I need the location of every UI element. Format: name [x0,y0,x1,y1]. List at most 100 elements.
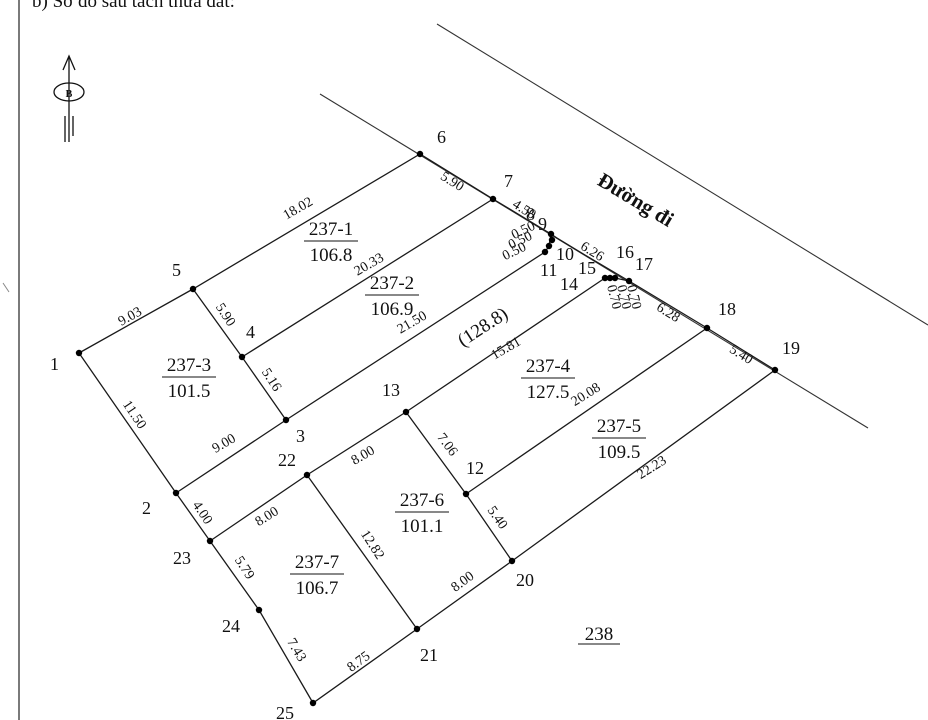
diagram-header: b) Sơ đồ sau tách thửa đất: [32,0,235,12]
point-label-10: 10 [556,244,574,264]
parcel-area: 101.1 [401,516,444,537]
point-label-24: 24 [222,616,240,636]
point-label-1: 1 [50,354,59,374]
boundary-point-18 [703,324,711,332]
parcel-area: 101.5 [168,381,211,402]
parcel-area: 127.5 [527,382,570,403]
parcel-id: 237-4 [526,356,571,377]
north-arrow-icon: B [53,54,85,142]
parcel-237-5: 237-5 109.5 [592,416,646,463]
boundary-point-13 [402,408,410,416]
parcel-237-7: 237-7 106.7 [290,552,344,599]
dimension-14a-14b: 0.70 [613,283,633,310]
boundary-point-3 [282,416,290,424]
point-label-9: 9 [538,214,547,234]
dimension-22-13: 8.00 [349,443,378,468]
point-label-13: 13 [382,380,400,400]
road-edge-far [436,23,928,326]
point-label-25: 25 [276,703,294,720]
boundary-point-14 [601,274,609,282]
point-label-3: 3 [296,426,305,446]
compass-letter: B [66,89,73,100]
parcel-237-6: 237-6 101.1 [395,490,449,537]
road-label: Đường đi [593,168,678,232]
outer-boundary-south [78,352,776,704]
dimension-12-20: 5.40 [484,504,510,533]
dimension-12-18: 20.08 [569,380,604,409]
parcel-237-3: 237-3 101.5 [162,355,216,402]
point-label-18: 18 [718,299,736,319]
point-label-21: 21 [420,645,438,665]
boundary-point-5 [189,285,197,293]
boundary-points [75,150,779,707]
dimension-1-2: 11.50 [119,398,149,432]
point-label-14: 14 [560,274,578,294]
boundary-point-16 [611,274,619,282]
point-label-5: 5 [172,260,181,280]
dimension-15-14a: 0.70 [603,283,623,310]
boundary-point-23 [206,537,214,545]
dimension-6-7: 5.90 [437,169,466,195]
parcel-area: 106.9 [371,299,414,320]
boundary-point-19 [771,366,779,374]
margin-mark [2,282,10,293]
boundary-point-24 [255,606,263,614]
dimension-25-21: 8.75 [345,649,374,676]
parcel-area: 109.5 [598,442,641,463]
neighbor-parcel-label: 238 [585,624,614,645]
boundary-13-12-20 [405,411,513,562]
point-label-7: 7 [504,171,513,191]
parcel-id: 237-5 [597,416,641,437]
dimension-2-23: 4.00 [189,499,215,528]
point-label-20: 20 [516,570,534,590]
point-label-6: 6 [437,127,446,147]
point-label-17: 17 [635,254,653,274]
point-label-8: 8 [526,204,535,224]
parcel-id: 237-3 [167,355,211,376]
boundary-point-4 [238,353,246,361]
boundary-point-8 [547,230,555,238]
dimension-5-4: 5.90 [212,301,238,330]
outer-boundary-north [78,153,776,371]
boundary-22-21 [306,474,418,630]
boundary-point-7 [489,195,497,203]
point-label-15: 15 [578,258,596,278]
boundary-point-2 [172,489,180,497]
boundary-point-15 [606,274,614,282]
parcel-id: 237-7 [295,552,339,573]
dimension-23-22: 8.00 [253,504,282,530]
boundary-point-22 [303,471,311,479]
dimension-24-25: 7.43 [283,636,308,665]
boundary-point-12 [462,490,470,498]
boundary-12-18 [465,327,708,495]
point-label-4: 4 [246,322,255,342]
boundary-point-6 [416,150,424,158]
dimension-4-3: 5.16 [258,366,284,395]
boundary-point-11 [545,242,553,250]
point-label-12: 12 [466,458,484,478]
boundary-point-20 [508,557,516,565]
dimension-17-18: 6.28 [653,300,682,326]
dimension-21-20: 8.00 [449,569,478,596]
point-label-2: 2 [142,498,151,518]
point-label-11: 11 [540,260,557,280]
parcel-id: 237-1 [309,219,353,240]
parcel-237-4: 237-4 127.5 [521,356,575,403]
dimension-18-19: 5.40 [726,342,755,368]
dimension-22-21: 12.82 [357,528,387,563]
parcel-id: 237-6 [400,490,444,511]
parcel-area: 106.7 [296,578,339,599]
dimension-14b-14: 0.70 [623,283,643,310]
boundary-point-10 [541,248,549,256]
point-label-19: 19 [782,338,800,358]
point-label-22: 22 [278,450,296,470]
point-label-16: 16 [616,242,634,262]
boundary-point-25 [309,699,317,707]
dimension-23-24: 5.79 [231,554,257,583]
dimension-labels: 9.0318.025.904.506.266.285.400.500.500.5… [116,169,755,675]
boundary-4-7 [241,198,494,358]
